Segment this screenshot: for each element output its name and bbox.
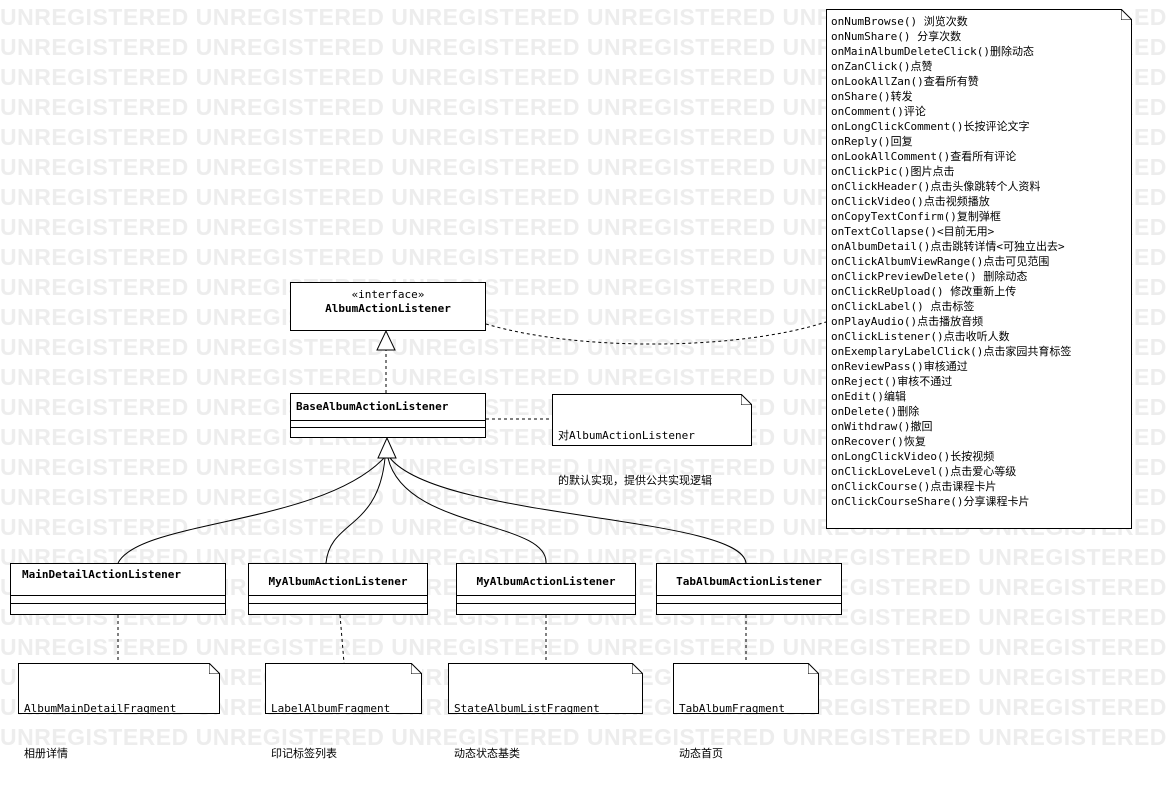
method-line: onClickPreviewDelete() 删除动态 xyxy=(831,270,1028,283)
generalization-line-2 xyxy=(325,457,386,564)
note-interface-methods: onNumBrowse() 浏览次数 onNumShare() 分享次数 onMai… xyxy=(826,9,1132,529)
note-line: 印记标签列表 xyxy=(271,747,337,760)
method-line: onMainAlbumDeleteClick()删除动态 xyxy=(831,45,1034,58)
method-line: onLongClickVideo()长按视频 xyxy=(831,450,995,463)
method-line: onShare()转发 xyxy=(831,90,913,103)
note-line: 相册详情 xyxy=(24,747,68,760)
method-line: onLookAllComment()查看所有评论 xyxy=(831,150,1017,163)
note-state-album-list-fragment: StateAlbumListFragment 动态状态基类 xyxy=(448,663,643,760)
method-line: onClickAlbumViewRange()点击可见范围 xyxy=(831,255,1050,268)
method-line: onEdit()编辑 xyxy=(831,390,906,403)
note-label-album-fragment: LabelAlbumFragment 印记标签列表 xyxy=(265,663,422,760)
method-line: onClickHeader()点击头像跳转个人资料 xyxy=(831,180,1041,193)
method-line: onTextCollapse()<目前无用> xyxy=(831,225,995,238)
note-line: LabelAlbumFragment xyxy=(271,702,391,715)
generalization-arrowhead xyxy=(377,436,397,459)
class-name: MainDetailActionListener xyxy=(22,568,181,581)
method-line: onExemplaryLabelClick()点击家园共育标签 xyxy=(831,345,1072,358)
note-line: StateAlbumListFragment xyxy=(454,702,600,715)
fragment-link-2 xyxy=(339,614,345,664)
note-line: 的默认实现，提供公共实现逻辑 xyxy=(558,474,712,487)
method-line: onClickReUpload() 修改重新上传 xyxy=(831,285,1017,298)
class-base-album-action-listener[interactable]: BaseAlbumActionListener xyxy=(290,393,486,438)
method-line: onClickLabel() 点击标签 xyxy=(831,300,975,313)
note-base-description: 对AlbumActionListener 的默认实现，提供公共实现逻辑 xyxy=(552,394,752,487)
interface-stereotype: «interface» xyxy=(351,288,425,301)
method-line: onLongClickComment()长按评论文字 xyxy=(831,120,1030,133)
class-name: TabAlbumActionListener xyxy=(676,575,822,588)
class-name: MyAlbumActionListener xyxy=(268,575,408,588)
method-line: onDelete()删除 xyxy=(831,405,920,418)
method-line: onClickListener()点击收听人数 xyxy=(831,330,1010,343)
note-line: 动态首页 xyxy=(679,747,723,760)
method-line: onReviewPass()审核通过 xyxy=(831,360,968,373)
method-line: onClickCourse()点击课程卡片 xyxy=(831,480,997,493)
generalization-line-3 xyxy=(387,457,547,564)
interface-name: AlbumActionListener xyxy=(325,302,451,315)
class-name: MyAlbumActionListener xyxy=(476,575,616,588)
generalization-line-4 xyxy=(389,457,747,564)
connectors xyxy=(117,321,827,664)
method-line: onWithdraw()撤回 xyxy=(831,420,933,433)
method-line: onZanClick()点赞 xyxy=(831,60,933,73)
note-album-main-detail-fragment: AlbumMainDetailFragment 相册详情 xyxy=(18,663,220,760)
method-line: onClickPic()图片点击 xyxy=(831,165,955,178)
method-line: onPlayAudio()点击播放音频 xyxy=(831,315,984,328)
class-name: BaseAlbumActionListener xyxy=(296,400,449,413)
method-line: onCopyTextConfirm()复制弹框 xyxy=(831,210,1001,223)
note-line: TabAlbumFragment xyxy=(679,702,785,715)
class-tab-album-action-listener[interactable]: TabAlbumActionListener xyxy=(656,563,842,615)
realization-arrowhead xyxy=(376,329,396,351)
note-line: 对AlbumActionListener xyxy=(558,429,695,442)
note-tab-album-fragment: TabAlbumFragment 动态首页 xyxy=(673,663,819,760)
generalization-line-1 xyxy=(117,457,385,564)
method-line: onNumShare() 分享次数 xyxy=(831,30,962,43)
method-line: onLookAllZan()查看所有赞 xyxy=(831,75,979,88)
method-line: onAlbumDetail()点击跳转详情<可独立出去> xyxy=(831,240,1065,253)
method-line: onNumBrowse() 浏览次数 xyxy=(831,15,968,28)
method-line: onClickLoveLevel()点击爱心等级 xyxy=(831,465,1017,478)
class-my-album-action-listener-state[interactable]: MyAlbumActionListener xyxy=(456,563,636,615)
method-line: onClickVideo()点击视频播放 xyxy=(831,195,990,208)
method-line: onReply()回复 xyxy=(831,135,913,148)
class-main-detail-action-listener[interactable]: MainDetailActionListener xyxy=(10,563,226,615)
method-line: onComment()评论 xyxy=(831,105,926,118)
note-line: AlbumMainDetailFragment xyxy=(24,702,177,715)
interface-album-action-listener[interactable]: «interface» AlbumActionListener xyxy=(290,282,486,331)
class-my-album-action-listener-label[interactable]: MyAlbumActionListener xyxy=(248,563,428,615)
method-line: onRecover()恢复 xyxy=(831,435,926,448)
interface-note-link xyxy=(485,321,827,345)
note-line: 动态状态基类 xyxy=(454,747,520,760)
method-line: onReject()审核不通过 xyxy=(831,375,953,388)
method-line: onClickCourseShare()分享课程卡片 xyxy=(831,495,1030,508)
